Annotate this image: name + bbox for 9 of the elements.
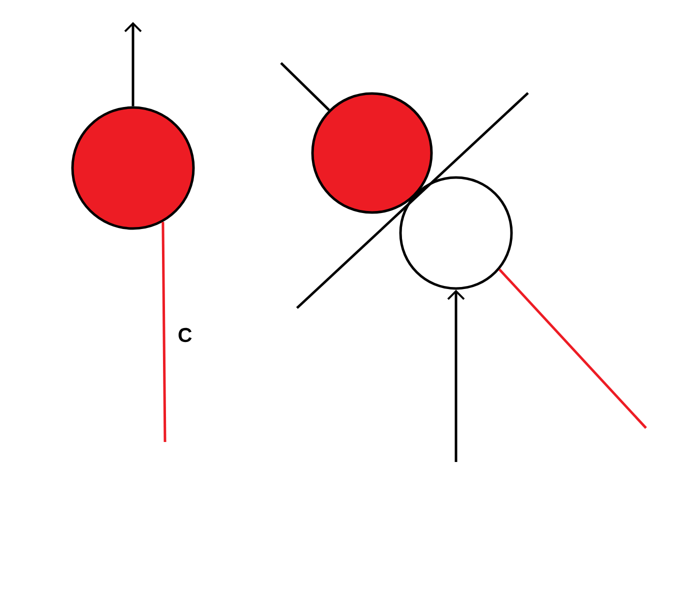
line (498, 268, 647, 429)
edge-label: C (176, 326, 194, 344)
circle (311, 92, 433, 214)
arrow (447, 290, 465, 462)
circle (71, 106, 195, 230)
line (162, 222, 166, 442)
line (280, 62, 330, 111)
arrow (124, 22, 142, 106)
circle (399, 176, 513, 290)
